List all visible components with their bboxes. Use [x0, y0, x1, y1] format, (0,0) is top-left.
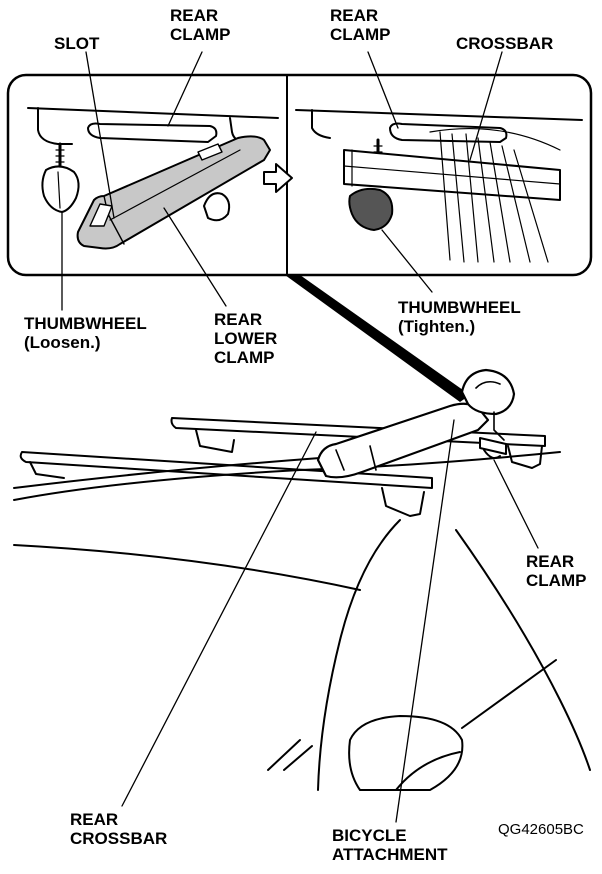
main-vehicle-view — [13, 368, 591, 791]
label-thumbwheel-loosen: THUMBWHEEL (Loosen.) — [24, 314, 147, 352]
figure-code: QG42605BC — [498, 821, 584, 838]
label-rear-lower-clamp: REAR LOWER CLAMP — [214, 310, 278, 367]
label-slot: SLOT — [54, 34, 100, 53]
label-rear-clamp-right: REAR CLAMP — [330, 6, 391, 44]
left-inset-detail — [27, 107, 279, 250]
label-bicycle-attachment: BICYCLE ATTACHMENT — [332, 826, 448, 864]
leader-lines — [61, 51, 539, 823]
right-inset-detail — [295, 109, 583, 263]
label-crossbar: CROSSBAR — [456, 34, 554, 53]
arrow-right-icon — [263, 163, 293, 193]
label-rear-crossbar: REAR CROSSBAR — [70, 810, 168, 848]
callout-wedge — [285, 275, 470, 402]
label-thumbwheel-tighten: THUMBWHEEL (Tighten.) — [398, 298, 521, 336]
label-rear-clamp-left: REAR CLAMP — [170, 6, 231, 44]
label-rear-clamp-bottom: REAR CLAMP — [526, 552, 587, 590]
